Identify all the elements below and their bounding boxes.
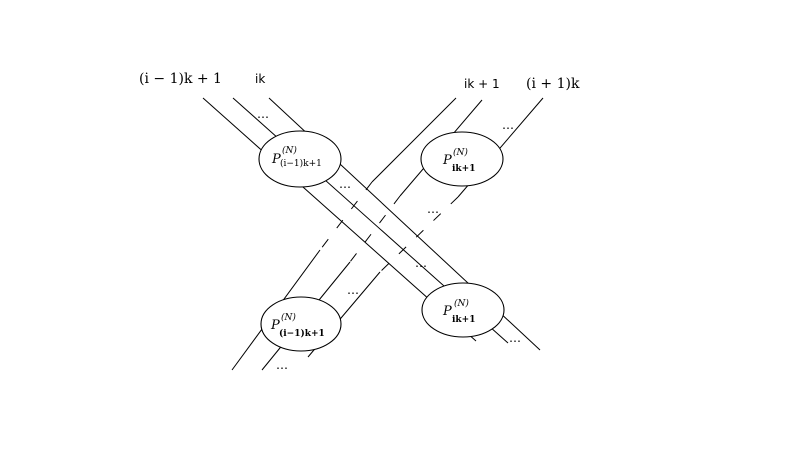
label-left-outer: (i − 1)k + 1 [139,71,222,87]
node-ellipse [421,282,505,338]
node-symbol: P [271,152,281,167]
ellipsis-mid-upper-right: … [427,202,440,216]
node-bottom-left: P (N) (i−1)k+1 [260,296,342,352]
node-subscript: ik+1 [452,315,475,325]
line-asc-dashed-1 [319,181,373,251]
top-labels: (i − 1)k + 1 ik ik + 1 (i + 1)k [139,71,580,92]
line-asc-1 [371,97,457,183]
node-ellipse [258,130,342,188]
node-symbol: P [442,153,452,168]
label-left-inner: ik [255,72,265,86]
node-subscript: ik+1 [452,164,475,174]
line-asc-dashed-3 [379,196,459,273]
node-symbol: P [270,318,280,333]
node-top-left: P (N) (i−1)k+1 [258,130,342,188]
line-asc-dashed-2 [349,195,401,263]
ellipsis-group: … … … … … … … … [257,107,522,372]
label-right-inner: ik + 1 [464,77,500,91]
node-subscript: (i−1)k+1 [279,328,325,339]
node-symbol: P [442,304,452,319]
ellipsis-bottom-left: … [276,358,289,372]
ellipsis-mid-lower-left: … [347,283,360,297]
node-subscript: (i−1)k+1 [280,158,322,169]
label-right-outer: (i + 1)k [526,76,580,92]
node-bottom-right: P (N) ik+1 [421,282,505,338]
node-top-right: P (N) ik+1 [420,131,504,187]
ellipsis-mid-lower-right: … [415,256,428,270]
node-superscript: (N) [282,145,297,156]
node-superscript: (N) [281,312,296,323]
ellipsis-top-left: … [257,107,270,121]
ellipsis-mid-upper-left: … [339,177,352,191]
ellipsis-bottom-right: … [509,331,522,345]
node-superscript: (N) [453,147,468,158]
node-ellipse [420,131,504,187]
ellipsis-top-right: … [502,118,515,132]
node-superscript: (N) [454,298,469,309]
node-ellipse [260,296,342,352]
